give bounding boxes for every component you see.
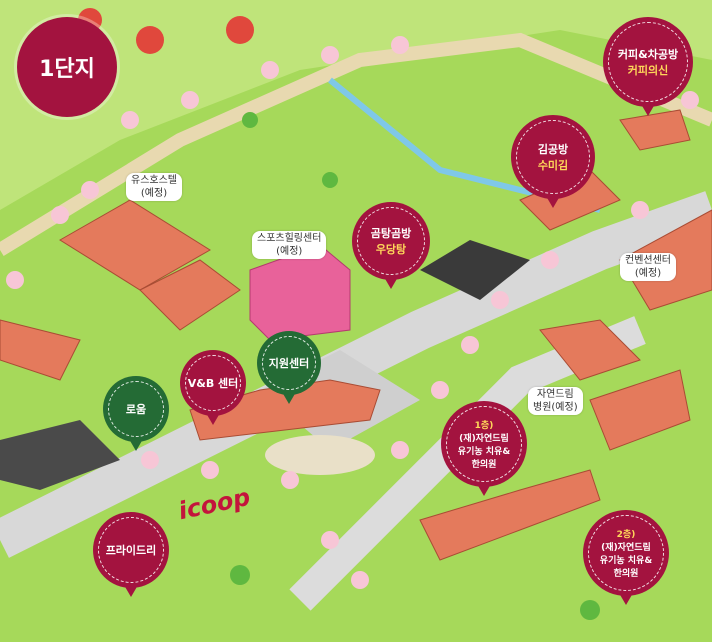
bubble-clinic-1f[interactable]: 1층) (재)자연드림 유기농 치유&한의원: [441, 401, 527, 496]
label-sports-healing: 스포츠힐링센터(예정): [252, 231, 327, 259]
bubble-support-center[interactable]: 지원센터: [257, 331, 321, 404]
bubble-roum[interactable]: 로움: [103, 376, 169, 451]
bubble-vb-center[interactable]: V&B 센터: [180, 350, 246, 425]
bubble-sub: (재)자연드림 유기농 치유&한의원: [599, 543, 653, 579]
bubble-clinic-2f[interactable]: 2층) (재)자연드림 유기농 치유&한의원: [583, 510, 669, 605]
bubble-title: 곰탕곰방: [370, 227, 412, 240]
label-youth-hostel: 유스호스텔(예정): [126, 173, 182, 201]
bubble-title: 2층): [616, 530, 636, 540]
complex-1-badge: 1단지: [17, 17, 117, 117]
bubble-sub: 커피의신: [627, 64, 669, 77]
bubble-sub: 수미김: [537, 159, 569, 172]
bubble-title: V&B 센터: [187, 377, 239, 390]
bubble-title: 프라이드리: [105, 544, 157, 557]
bubble-title: 1층): [474, 421, 494, 431]
bubble-sub: (재)자연드림 유기농 치유&한의원: [457, 434, 511, 470]
bubble-title: 로움: [125, 403, 147, 416]
bubble-sub: 우당탕: [375, 243, 407, 256]
bubble-title: 지원센터: [268, 357, 310, 370]
bubble-title: 커피&차공방: [617, 48, 679, 61]
label-convention: 컨벤션센터(예정): [620, 253, 676, 281]
bubble-title: 김공방: [537, 143, 569, 156]
bubble-pridri[interactable]: 프라이드리: [93, 512, 169, 597]
